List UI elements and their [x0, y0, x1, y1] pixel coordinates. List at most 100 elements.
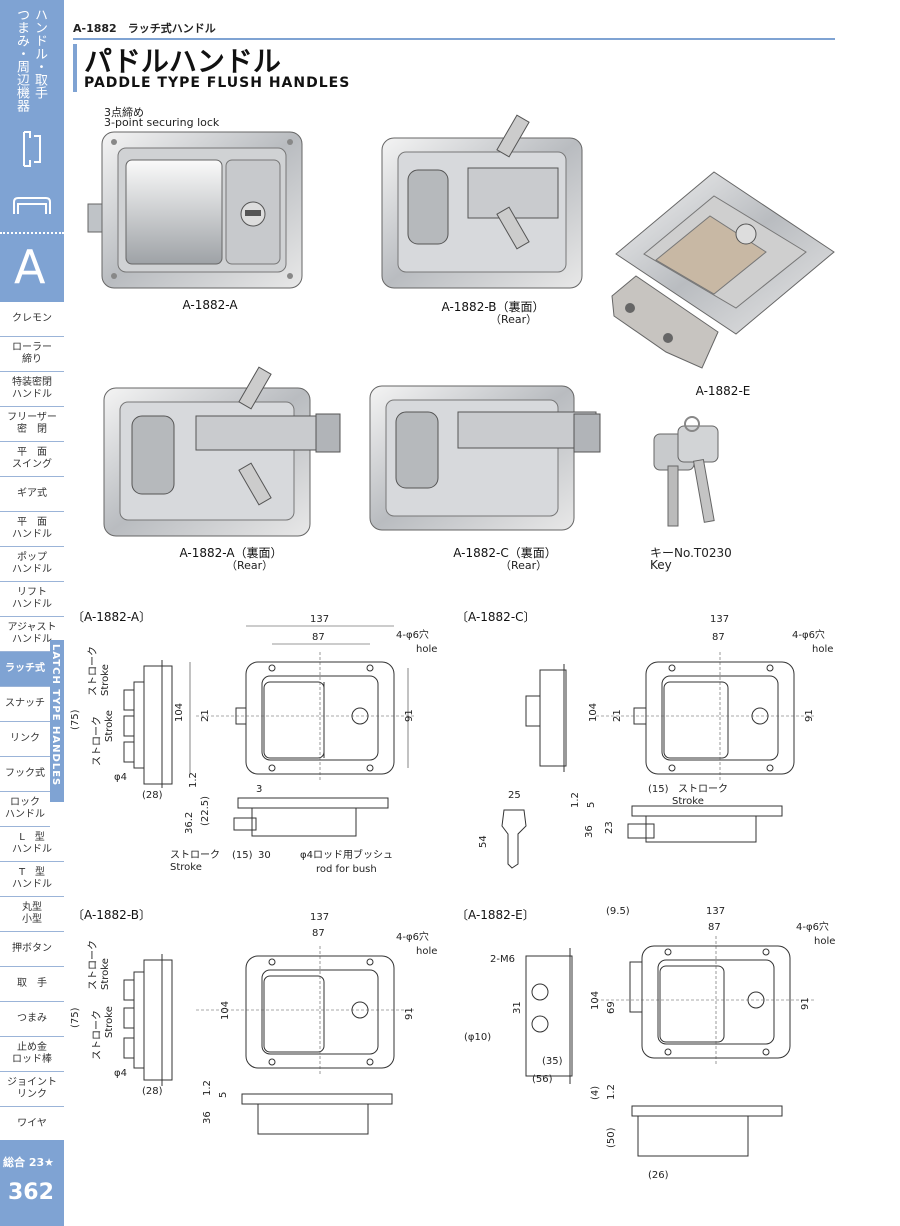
latch-band: LATCH TYPE HANDLES [50, 640, 64, 802]
dim-3-a: 3 [256, 784, 262, 795]
dim-hole-en-c: hole [812, 644, 833, 655]
category-item[interactable]: ジョイント リンク [0, 1072, 64, 1107]
category-item[interactable]: 取 手 [0, 967, 64, 1002]
bush-jp-a: φ4ロッド用ブッシュ [300, 848, 393, 861]
bar-handle-icon [13, 197, 51, 214]
label-a1882a-rear: A-1882-A（裏面） [179, 546, 283, 560]
label-a1882a: A-1882-A [182, 298, 238, 312]
dim-21-a: 21 [200, 709, 211, 722]
category-item[interactable]: リンク [0, 722, 50, 757]
lock-note-en: 3-point securing lock [104, 116, 220, 129]
dim-104-c: 104 [588, 703, 599, 722]
category-item[interactable]: フック式 [0, 757, 50, 792]
category-item[interactable]: 押ボタン [0, 932, 64, 967]
dim-5-c: 5 [586, 802, 597, 808]
category-item[interactable]: フリーザー 密 閉 [0, 407, 64, 442]
dim-69-e: 69 [606, 1001, 617, 1014]
dim-91-e: 91 [800, 997, 811, 1010]
dim-95-e: (9.5) [606, 906, 630, 917]
photo-a1882a [87, 131, 303, 289]
dim-56-e: (56) [532, 1074, 553, 1085]
dim-hole-jp-e: 4-φ6穴 [796, 920, 829, 933]
dim-phi4-a: φ4 [114, 772, 127, 783]
dim-50-e: (50) [606, 1127, 617, 1148]
category-item[interactable]: 平 面 スイング [0, 442, 64, 477]
dim-4-e: (4) [590, 1086, 601, 1100]
category-item[interactable]: L 型 ハンドル [0, 827, 64, 862]
sidebar-letter: A [0, 232, 64, 302]
category-item[interactable]: クレモン [0, 302, 64, 337]
drawing-title-a: 〔A-1882-A〕 [72, 610, 152, 624]
photo-a1882a-rear [103, 366, 341, 537]
photo-a1882b-rear [381, 114, 583, 289]
dim-91-b: 91 [404, 1007, 415, 1020]
lock-note-jp: 3点締め [104, 106, 144, 119]
category-item[interactable]: スナッチ [0, 687, 50, 722]
category-item[interactable]: 特装密閉 ハンドル [0, 372, 64, 407]
category-item[interactable]: 平 面 ハンドル [0, 512, 64, 547]
category-item[interactable]: つまみ [0, 1002, 64, 1037]
stroke-en-a1: Stroke [100, 664, 111, 696]
dim-28-a: (28) [142, 790, 163, 801]
label-a1882c-rear: A-1882-C（裏面） [453, 546, 557, 560]
category-item[interactable]: 丸型 小型 [0, 897, 64, 932]
dim-104-b: 104 [220, 1001, 231, 1020]
dim-25-c: 25 [508, 790, 521, 801]
dim-104-a: 104 [174, 703, 185, 722]
dim-75-a: (75) [70, 709, 81, 730]
sidebar: ハンドル・取手 つまみ・周辺機器 A クレモンローラー 締り特装密閉 ハンドルフ… [0, 0, 64, 1226]
product-code: A-1882 ラッチ式ハンドル [73, 22, 216, 35]
category-item[interactable]: ラッチ式 [0, 652, 50, 687]
dim-75-b: (75) [70, 1007, 81, 1028]
category-item[interactable]: 止め金 ロッド棒 [0, 1037, 64, 1072]
category-item[interactable]: ロック ハンドル [0, 792, 50, 827]
drawing-a1882b: 137 87 4-φ6穴 hole 104 91 (75) ストローク Stro… [70, 912, 437, 1135]
category-item[interactable]: リフト ハンドル [0, 582, 64, 617]
label-a1882e: A-1882-E [695, 384, 751, 398]
category-item[interactable]: ワイヤ [0, 1107, 64, 1142]
dim-87-c: 87 [712, 632, 725, 643]
page-number: 362 [8, 1180, 54, 1205]
stroke-en-a2: Stroke [104, 710, 115, 742]
latch-band-label: LATCH TYPE HANDLES [50, 644, 61, 787]
dim-30-a: 30 [258, 850, 271, 861]
dim-12-a: 1.2 [188, 772, 199, 788]
dim-87-a: 87 [312, 632, 325, 643]
category-item[interactable]: ポップ ハンドル [0, 547, 64, 582]
label-a1882c-rear-sub: （Rear） [500, 559, 548, 572]
dim-m6-e: 2-M6 [490, 954, 515, 965]
dim-31-e: 31 [512, 1001, 523, 1014]
dim-362-a: 36.2 [184, 812, 195, 834]
drawing-title-b: 〔A-1882-B〕 [72, 908, 151, 922]
photo-a1882e [611, 171, 835, 369]
dim-12-c: 1.2 [570, 792, 581, 808]
dim-15-stroke-c: (15) [648, 784, 669, 795]
drawing-title-c: 〔A-1882-C〕 [456, 610, 536, 624]
label-a1882a-rear-sub: （Rear） [226, 559, 274, 572]
dim-hole-jp-a: 4-φ6穴 [396, 628, 429, 641]
catalog-ref: 総合 23★ [3, 1156, 54, 1169]
dim-23-c: 23 [604, 821, 615, 834]
category-item[interactable]: ギア式 [0, 477, 64, 512]
dim-15-bottom-a: (15) [232, 850, 253, 861]
stroke-en-b2: Stroke [104, 1006, 115, 1038]
sidebar-top-label-2: つまみ・周辺機器 [14, 8, 29, 112]
dim-phi4-b: φ4 [114, 1068, 127, 1079]
dim-36-c: 36 [584, 825, 595, 838]
stroke-en-b1: Stroke [100, 958, 111, 990]
sidebar-top-label-1: ハンドル・取手 [32, 8, 47, 99]
dim-28-b: (28) [142, 1086, 163, 1097]
photo-a1882c-rear [369, 385, 601, 531]
dim-87-e: 87 [708, 922, 721, 933]
dim-36-b: 36 [202, 1111, 213, 1124]
pull-handle-icon [23, 131, 41, 167]
dim-87-b: 87 [312, 928, 325, 939]
category-item[interactable]: T 型 ハンドル [0, 862, 64, 897]
label-a1882b: A-1882-B（裏面） [441, 300, 545, 314]
label-a1882b-sub: （Rear） [490, 313, 538, 326]
dim-12-e: 1.2 [606, 1084, 617, 1100]
category-item[interactable]: ローラー 締り [0, 337, 64, 372]
dim-137-b: 137 [310, 912, 329, 923]
category-item[interactable]: アジャスト ハンドル [0, 617, 64, 652]
drawing-title-e: 〔A-1882-E〕 [456, 908, 535, 922]
